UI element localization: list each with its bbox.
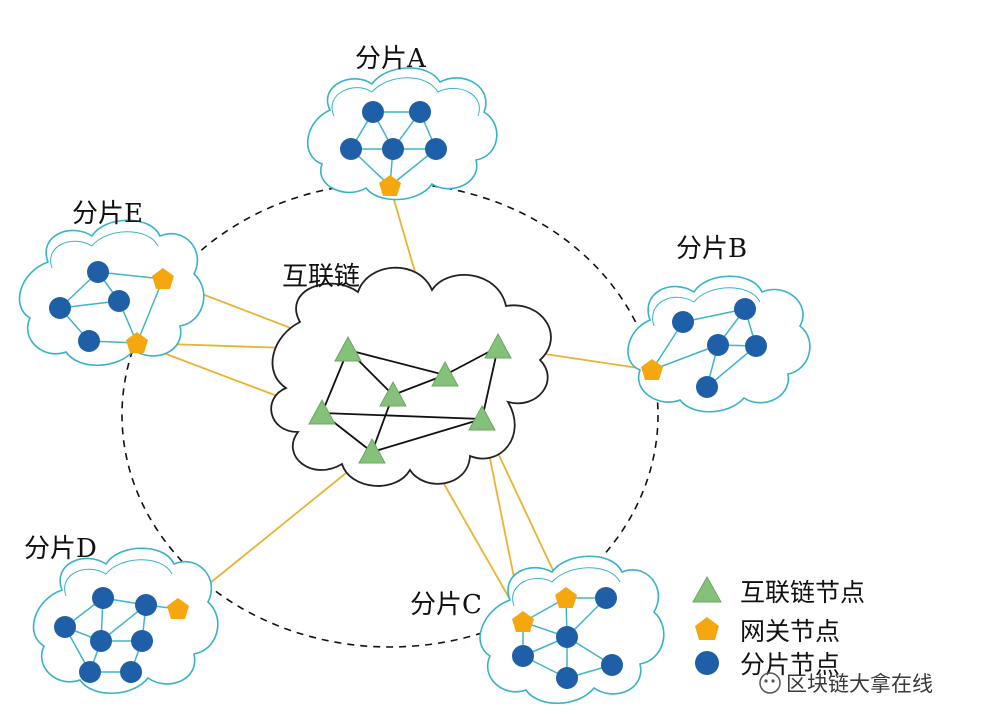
shard-node: [362, 101, 384, 123]
shard-a-cloud: [307, 67, 498, 201]
shard-node: [409, 101, 431, 123]
gateway-node-a: [379, 175, 401, 196]
shard-d-label: 分片D: [24, 534, 97, 564]
shard-node: [90, 630, 112, 652]
shard-node: [340, 138, 362, 160]
core-node-triangle: [308, 398, 336, 425]
gateway-node-c1: [512, 611, 534, 632]
shard-node: [696, 376, 718, 398]
shard-node: [78, 330, 100, 352]
shard-a: [307, 67, 498, 201]
shard-b-cloud-inner: [652, 287, 761, 327]
watermark-text: 区块链大拿在线: [786, 672, 933, 696]
core-node-triangle: [379, 380, 407, 407]
wechat-icon: [759, 672, 781, 694]
shard-b-nodes: [672, 298, 767, 398]
shard-node: [382, 138, 404, 160]
shard-node: [108, 290, 130, 312]
shard-edge: [136, 278, 164, 344]
gateway-node-c2: [555, 587, 577, 608]
legend-gateway-node-label: 网关节点: [740, 617, 840, 646]
shard-node: [601, 654, 623, 676]
shard-node: [595, 587, 617, 609]
legend-shard-node-label: 分片节点: [740, 650, 840, 679]
shard-node: [49, 297, 71, 319]
shard-e-label: 分片E: [72, 199, 143, 229]
shard-b: [627, 275, 811, 413]
shard-ring: [121, 182, 659, 648]
core-edge: [481, 346, 499, 420]
wechat-icon-dot: [764, 679, 768, 683]
shard-c-cloud-inner: [512, 567, 621, 607]
shard-c: [479, 555, 665, 705]
gateway-node-e2: [126, 332, 148, 353]
shard-e-nodes: [49, 261, 130, 352]
shard-a-nodes: [340, 101, 447, 160]
shard-node: [79, 661, 101, 683]
gateway-node-e1: [152, 268, 174, 289]
core-node-triangle: [358, 437, 386, 464]
shard-node: [745, 335, 767, 357]
core-edge: [371, 418, 483, 453]
shard-node: [734, 298, 756, 320]
shard-node: [92, 587, 114, 609]
core-nodes: [308, 332, 512, 464]
legend-circle-icon: [695, 651, 719, 675]
shard-e-cloud: [18, 219, 205, 367]
shard-node: [672, 311, 694, 333]
core-edge: [347, 349, 446, 376]
legend-pentagon-icon: [695, 617, 719, 640]
shard-d-cloud-inner: [64, 559, 173, 597]
legend-triangle-icon: [692, 575, 722, 603]
core-node-triangle: [468, 404, 496, 431]
shard-node: [425, 138, 447, 160]
legend-core-node-label: 互联链节点: [740, 578, 865, 607]
shard-c-nodes: [512, 587, 623, 689]
shard-e: [18, 219, 205, 367]
shard-b-label: 分片B: [676, 234, 747, 264]
shard-d: [32, 547, 219, 695]
shard-d-nodes: [54, 587, 157, 683]
core-node-triangle: [484, 332, 512, 359]
shard-node: [87, 261, 109, 283]
core-edge: [321, 412, 483, 420]
legend: 互联链节点 网关节点 分片节点: [692, 575, 865, 679]
shard-node: [556, 626, 578, 648]
shard-node: [135, 594, 157, 616]
shard-node: [120, 661, 142, 683]
gateway-node-b: [641, 359, 663, 380]
shard-node: [54, 616, 76, 638]
core-cloud: [270, 266, 552, 487]
shard-e-cloud-inner: [50, 231, 159, 269]
shard-a-label: 分片A: [355, 44, 427, 74]
core-chain-label: 互联链: [282, 262, 360, 292]
shard-node: [512, 645, 534, 667]
wechat-icon-dot: [771, 679, 775, 683]
core-node-triangle: [334, 335, 362, 362]
shard-node: [131, 630, 153, 652]
shard-c-label: 分片C: [410, 590, 482, 620]
shard-node: [707, 334, 729, 356]
shard-edge: [651, 344, 719, 371]
core-node-triangle: [431, 360, 459, 387]
shard-node: [556, 667, 578, 689]
gateway-node-d: [167, 598, 189, 619]
shard-a-cloud-inner: [331, 77, 480, 117]
watermark: 区块链大拿在线: [759, 672, 933, 696]
